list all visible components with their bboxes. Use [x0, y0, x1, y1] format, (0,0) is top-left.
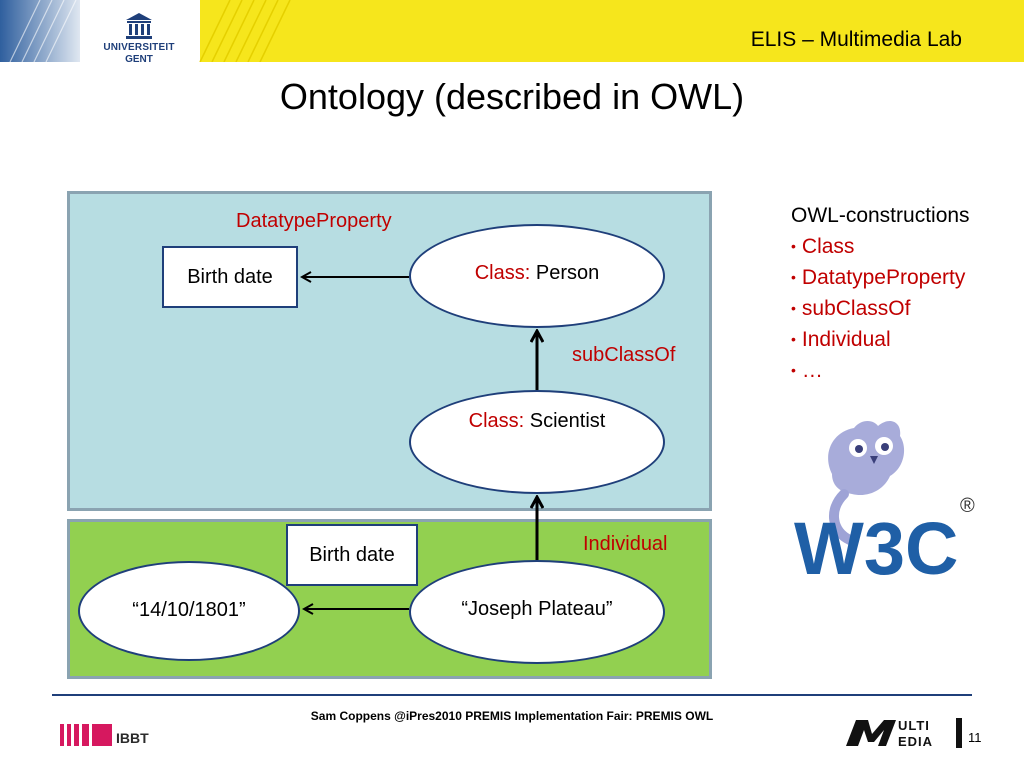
ibbt-logo-text: IBBT: [116, 730, 149, 746]
multimedia-logo-line2: EDIA: [898, 734, 933, 749]
person-class-label: Person: [535, 262, 600, 284]
university-logo-line2: GENT: [125, 54, 153, 65]
owl-constructions-list: OWL-constructions •Class •DatatypeProper…: [791, 200, 970, 386]
subclassof-label: subClassOf: [572, 344, 676, 366]
plateau-individual-node: “Joseph Plateau”: [409, 560, 665, 664]
slide-title: Ontology (described in OWL): [279, 76, 745, 117]
datatype-property-label: DatatypeProperty: [236, 210, 392, 232]
list-item-label: Individual: [801, 328, 891, 351]
page-number: 11: [968, 730, 982, 745]
w3c-owl-logo: W3C ®: [794, 421, 975, 586]
registered-mark: ®: [960, 495, 975, 517]
birth-date-property-node: Birth date: [162, 246, 298, 308]
list-item-label: DatatypeProperty: [801, 266, 966, 289]
university-building-icon: [126, 13, 152, 39]
list-item-label: subClassOf: [801, 297, 911, 320]
class-prefix: Class:: [468, 410, 525, 432]
list-item: •Individual: [791, 328, 891, 351]
ibbt-logo: IBBT: [60, 720, 170, 748]
date-value-label: “14/10/1801”: [132, 599, 246, 621]
list-item: •…: [791, 359, 823, 382]
plateau-individual-label: “Joseph Plateau”: [461, 598, 613, 620]
list-item: •Class: [791, 235, 855, 258]
birth-date-individual-node: Birth date: [286, 524, 418, 586]
university-logo-line1: UNIVERSITEIT: [103, 42, 175, 53]
owl-constructions-title: OWL-constructions: [791, 204, 970, 227]
list-item-label: …: [801, 359, 823, 382]
header-title: ELIS – Multimedia Lab: [750, 28, 962, 51]
list-item: •DatatypeProperty: [791, 266, 966, 289]
birth-date-property-label: Birth date: [187, 265, 273, 288]
owl-icon: [828, 421, 905, 545]
person-class-node: Class: Person: [409, 224, 665, 328]
footer-divider: [52, 694, 972, 696]
birth-date-individual-label: Birth date: [309, 543, 395, 566]
date-value-node: “14/10/1801”: [78, 561, 300, 661]
header-band: [0, 0, 1024, 62]
university-logo: UNIVERSITEIT GENT: [96, 12, 182, 68]
footer-text: Sam Coppens @iPres2010 PREMIS Implementa…: [310, 709, 714, 723]
w3c-logo-text: W3C: [794, 507, 958, 586]
multimedia-logo-line1: ULTI: [898, 718, 930, 733]
scientist-class-label: Scientist: [529, 410, 606, 432]
scientist-class-node: Class: Scientist: [409, 390, 665, 494]
list-item: •subClassOf: [791, 297, 911, 320]
individual-label: Individual: [583, 533, 668, 555]
multimedia-lab-logo: ULTI EDIA: [846, 718, 962, 749]
ibbt-bars-icon: [60, 724, 112, 746]
list-item-label: Class: [801, 235, 855, 258]
class-prefix: Class:: [474, 262, 531, 284]
